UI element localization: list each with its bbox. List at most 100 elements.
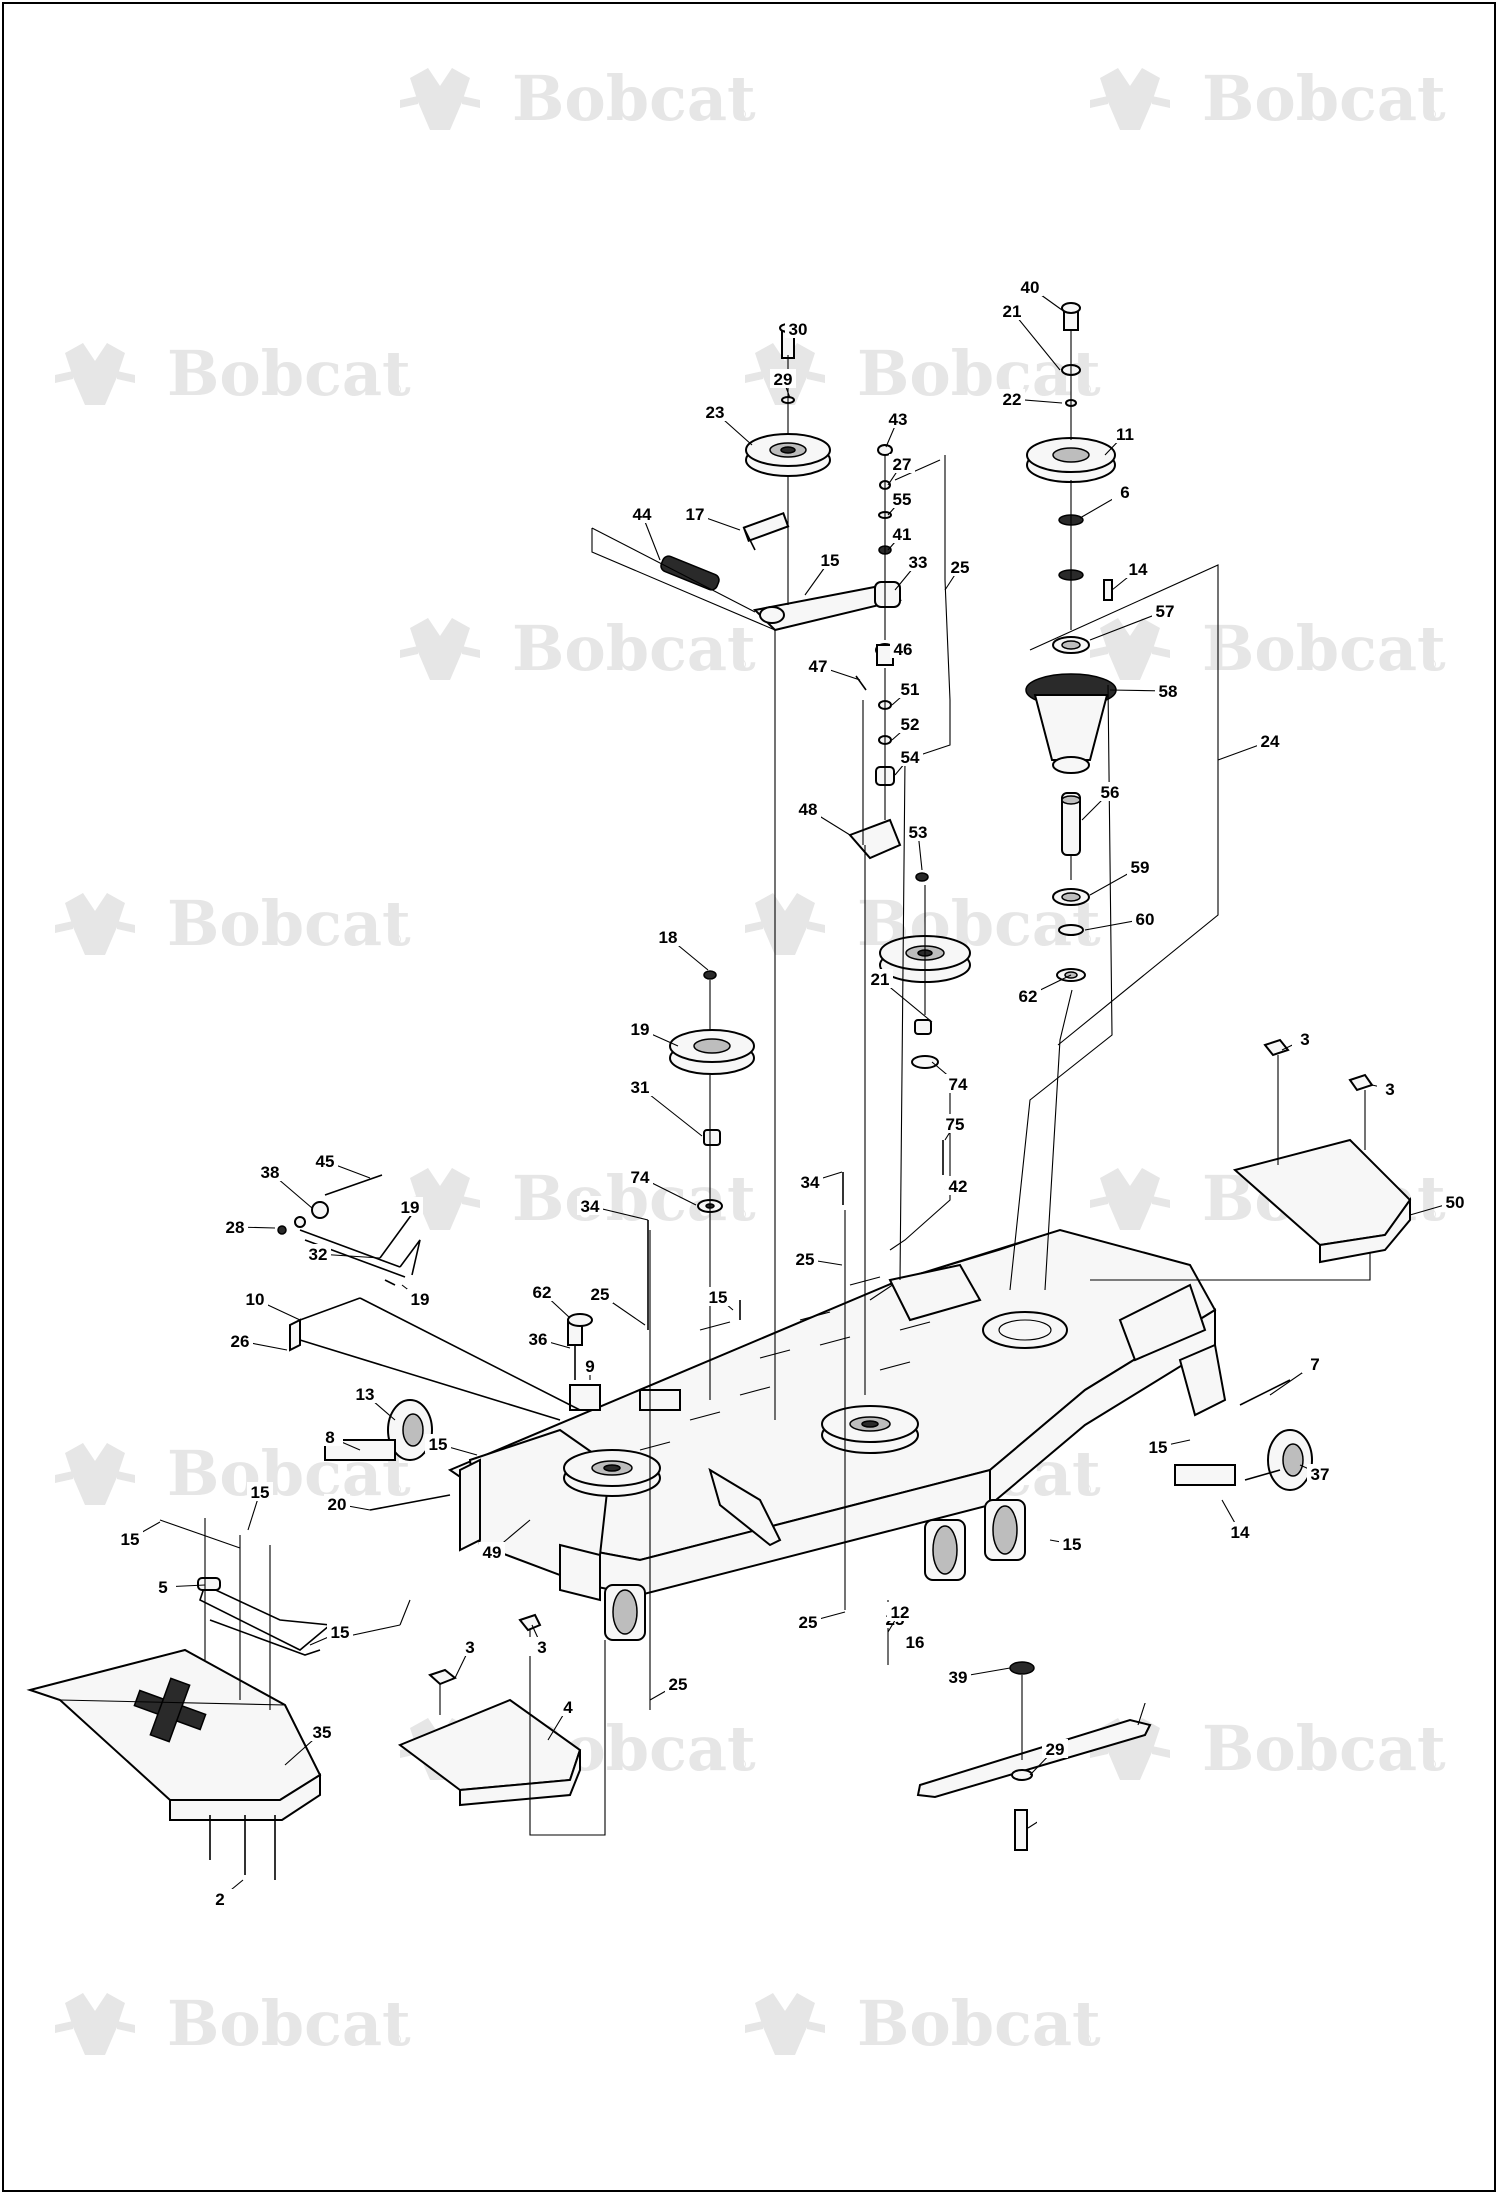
callout-number: 25 (591, 1285, 610, 1304)
bobcat-watermark: Bobcat® (55, 337, 411, 410)
part-callout: 32 (305, 1244, 381, 1264)
part-callout (1135, 1684, 1161, 1726)
deck-pulley-center (821, 1405, 919, 1454)
callout-bg (1227, 1522, 1253, 1541)
callout-number: 5 (158, 1578, 167, 1597)
part-callout: 22 (999, 389, 1063, 409)
callout-number: 40 (1021, 278, 1040, 297)
callout-bg (947, 557, 973, 576)
callout-bg (792, 1249, 818, 1268)
part-callout: 23 (702, 402, 753, 446)
callout-bg (785, 319, 811, 338)
part-callout: 29 (770, 369, 796, 399)
part-callout: 19 (627, 1019, 679, 1047)
part-callout: 12 (887, 1602, 913, 1633)
callout-bg (897, 679, 923, 698)
part-callout: 60 (1084, 909, 1158, 931)
part-callout: 36 (525, 1329, 571, 1349)
watermark-brand: Bobcat (1202, 1712, 1446, 1785)
callout-number: 12 (891, 1603, 910, 1622)
part-callout: 59 (1089, 857, 1153, 896)
callout-bg (1302, 1354, 1328, 1373)
part-callout: 52 (891, 714, 923, 741)
callout-bg (1017, 277, 1043, 296)
watermark-registered: ® (732, 655, 748, 674)
callout-number: 15 (821, 551, 840, 570)
caster-wheels (387, 1343, 1313, 1641)
callout-bg (1152, 601, 1178, 620)
callout-bg (797, 1172, 823, 1191)
callout-bg (999, 389, 1025, 408)
callout-bg (1015, 986, 1041, 1005)
callout-number: 15 (429, 1435, 448, 1454)
bobcat-logo-icon (55, 343, 135, 405)
part-callout: 3 (1371, 1079, 1403, 1099)
callout-bg (1155, 681, 1181, 700)
callout-number: 58 (1159, 682, 1178, 701)
callout-number: 7 (1310, 1355, 1319, 1374)
callout-number: 43 (889, 410, 908, 429)
watermark-registered: ® (732, 1755, 748, 1774)
part-callout: 44 (629, 504, 661, 561)
watermark-registered: ® (732, 105, 748, 124)
callout-bg (525, 1329, 551, 1348)
callout-bg (529, 1282, 555, 1301)
callout-bg (795, 1612, 821, 1631)
callout-bg (577, 1196, 603, 1215)
part-callout: 34 (577, 1196, 649, 1221)
callout-number: 45 (316, 1152, 335, 1171)
part-callout: 39 (945, 1667, 1011, 1687)
part-callout: 3 (454, 1637, 483, 1679)
mower-blade (887, 1600, 1152, 1851)
watermark-registered: ® (387, 930, 403, 949)
part-callout: 62 (1015, 974, 1072, 1006)
part-callout: 25 (649, 1674, 691, 1701)
part-callout: 17 (682, 504, 741, 531)
bobcat-watermark: Bobcat® (745, 1987, 1101, 2060)
part-callout: 25 (587, 1284, 646, 1326)
callout-bg (117, 1529, 143, 1548)
callout-number: 3 (537, 1638, 546, 1657)
part-callout: 15 (425, 1434, 478, 1456)
bobcat-logo-icon (55, 1993, 135, 2055)
part-callout: 13 (352, 1384, 396, 1421)
callout-bg (629, 504, 655, 523)
callout-bg (817, 550, 843, 569)
callout-number: 8 (325, 1428, 334, 1447)
callout-bg (665, 1674, 691, 1693)
callout-number: 21 (871, 970, 890, 989)
part-callout: 56 (1081, 782, 1123, 821)
callout-number: 44 (633, 505, 652, 524)
callout-number: 19 (631, 1020, 650, 1039)
callout-bg (397, 1197, 423, 1216)
callout-number: 15 (1149, 1438, 1168, 1457)
callout-bg (457, 1637, 483, 1656)
callout-bg (705, 1287, 731, 1306)
callout-number: 6 (1120, 483, 1129, 502)
part-callout: 21 (999, 301, 1061, 371)
part-callout: 4 (547, 1697, 581, 1741)
callout-bg (1442, 1192, 1468, 1211)
part-callout: 9 (577, 1356, 603, 1380)
callout-number: 20 (328, 1495, 347, 1514)
idler-bracket (848, 675, 902, 860)
spindle-assembly (1025, 302, 1117, 982)
watermark-registered: ® (1422, 655, 1438, 674)
discharge-chute (26, 1648, 322, 1880)
part-callout: 16 (902, 1632, 928, 1652)
watermark-registered: ® (1077, 380, 1093, 399)
callout-bg (317, 1427, 343, 1446)
callout-number: 48 (799, 800, 818, 819)
callout-number: 9 (585, 1357, 594, 1376)
part-callout: 27 (887, 454, 915, 486)
watermark-registered: ® (732, 1205, 748, 1224)
callout-bg (305, 1244, 331, 1263)
part-callout: 38 (257, 1162, 313, 1209)
part-callout: 15 (117, 1521, 161, 1549)
part-callout: 62 (529, 1282, 571, 1319)
callout-bg (897, 747, 923, 766)
bobcat-watermark: Bobcat® (1090, 62, 1446, 135)
watermark-registered: ® (1077, 1480, 1093, 1499)
bobcat-logo-icon (400, 618, 480, 680)
